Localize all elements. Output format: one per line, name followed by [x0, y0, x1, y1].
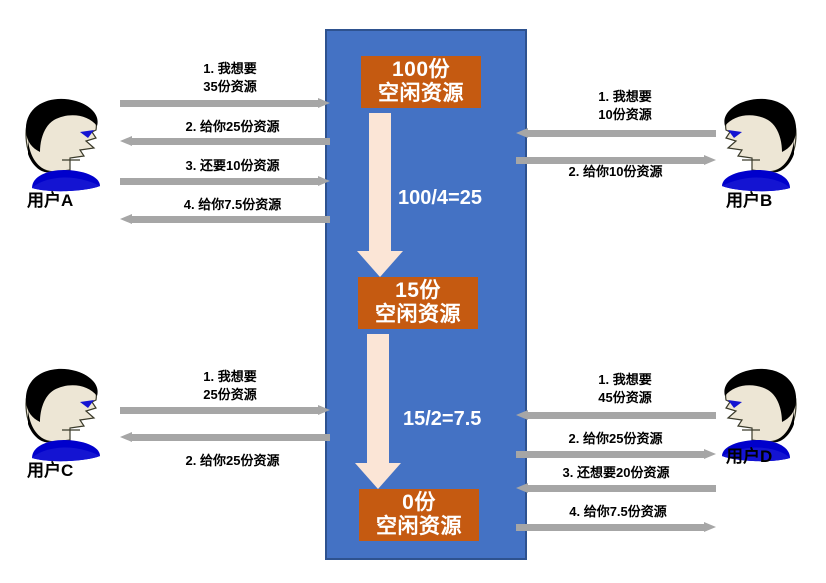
arrow-head: [318, 405, 330, 415]
user-label-b: 用户B: [726, 191, 773, 210]
message-label-c1: 1. 我想要 25份资源: [203, 369, 257, 402]
message-arrow-b2: [516, 155, 716, 166]
arrow-head: [318, 176, 330, 186]
message-arrow-d3: [516, 483, 716, 494]
user-head-icon: [708, 362, 804, 462]
arrow-head: [318, 98, 330, 108]
user-label-a: 用户A: [27, 191, 74, 210]
arrow-shaft: [120, 100, 318, 107]
arrow-shaft: [132, 434, 330, 441]
resource-amount: 0份: [402, 490, 436, 514]
calculation-label-1: 100/4=25: [398, 187, 482, 209]
message-label-d2: 2. 给你25份资源: [568, 431, 663, 446]
arrow-head: [516, 128, 528, 138]
arrow-head: [355, 463, 401, 489]
user-head-icon: [18, 92, 114, 192]
division-arrow-down-2: [355, 334, 401, 489]
message-label-a1: 1. 我想要 35份资源: [203, 61, 257, 94]
division-arrow-down-1: [357, 113, 403, 277]
message-label-a4: 4. 给你7.5份资源: [183, 197, 282, 212]
arrow-shaft: [516, 524, 704, 531]
arrow-shaft: [132, 138, 330, 145]
arrow-shaft: [528, 485, 716, 492]
arrow-shaft: [120, 178, 318, 185]
message-arrow-c2: [120, 432, 330, 443]
arrow-shaft: [528, 130, 716, 137]
resource-amount: 15份: [395, 278, 441, 302]
user-label-d: 用户D: [726, 447, 773, 466]
arrow-head: [357, 251, 403, 277]
arrow-shaft: [516, 157, 704, 164]
user-label-c: 用户C: [27, 461, 74, 480]
arrow-head: [704, 522, 716, 532]
resource-amount: 100份: [391, 57, 451, 81]
message-arrow-a4: [120, 214, 330, 225]
message-arrow-a1: [120, 98, 330, 109]
resource-caption: 空闲资源: [375, 303, 461, 326]
resource-caption: 空闲资源: [376, 515, 462, 538]
message-label-a3: 3. 还要10份资源: [185, 158, 280, 173]
calculation-label-2: 15/2=7.5: [403, 408, 482, 430]
resource-box-15: 15份 空闲资源: [358, 277, 478, 329]
resource-box-100: 100份 空闲资源: [361, 56, 481, 108]
message-label-b2: 2. 给你10份资源: [568, 164, 663, 179]
arrow-shaft: [120, 407, 318, 414]
resource-box-0: 0份 空闲资源: [359, 489, 479, 541]
arrow-head: [704, 449, 716, 459]
message-arrow-d1: [516, 410, 716, 421]
message-arrow-d2: [516, 449, 716, 460]
arrow-head: [704, 155, 716, 165]
message-arrow-d4: [516, 522, 716, 533]
message-arrow-a2: [120, 136, 330, 147]
resource-caption: 空闲资源: [378, 82, 464, 105]
arrow-head: [516, 410, 528, 420]
arrow-head: [120, 432, 132, 442]
user-head-icon: [18, 362, 114, 462]
message-label-c2: 2. 给你25份资源: [185, 453, 280, 468]
message-arrow-c1: [120, 405, 330, 416]
message-arrow-b1: [516, 128, 716, 139]
message-label-d4: 4. 给你7.5份资源: [569, 504, 667, 519]
arrow-shaft: [516, 451, 704, 458]
arrow-shaft: [367, 334, 389, 463]
arrow-shaft: [132, 216, 330, 223]
message-label-d3: 3. 还想要20份资源: [562, 465, 670, 480]
message-label-b1: 1. 我想要 10份资源: [598, 89, 652, 122]
user-head-icon: [708, 92, 804, 192]
arrow-head: [120, 214, 132, 224]
arrow-head: [516, 483, 528, 493]
arrow-shaft: [528, 412, 716, 419]
message-arrow-a3: [120, 176, 330, 187]
message-label-a2: 2. 给你25份资源: [185, 119, 280, 134]
message-label-d1: 1. 我想要 45份资源: [598, 372, 652, 405]
arrow-shaft: [369, 113, 391, 251]
arrow-head: [120, 136, 132, 146]
